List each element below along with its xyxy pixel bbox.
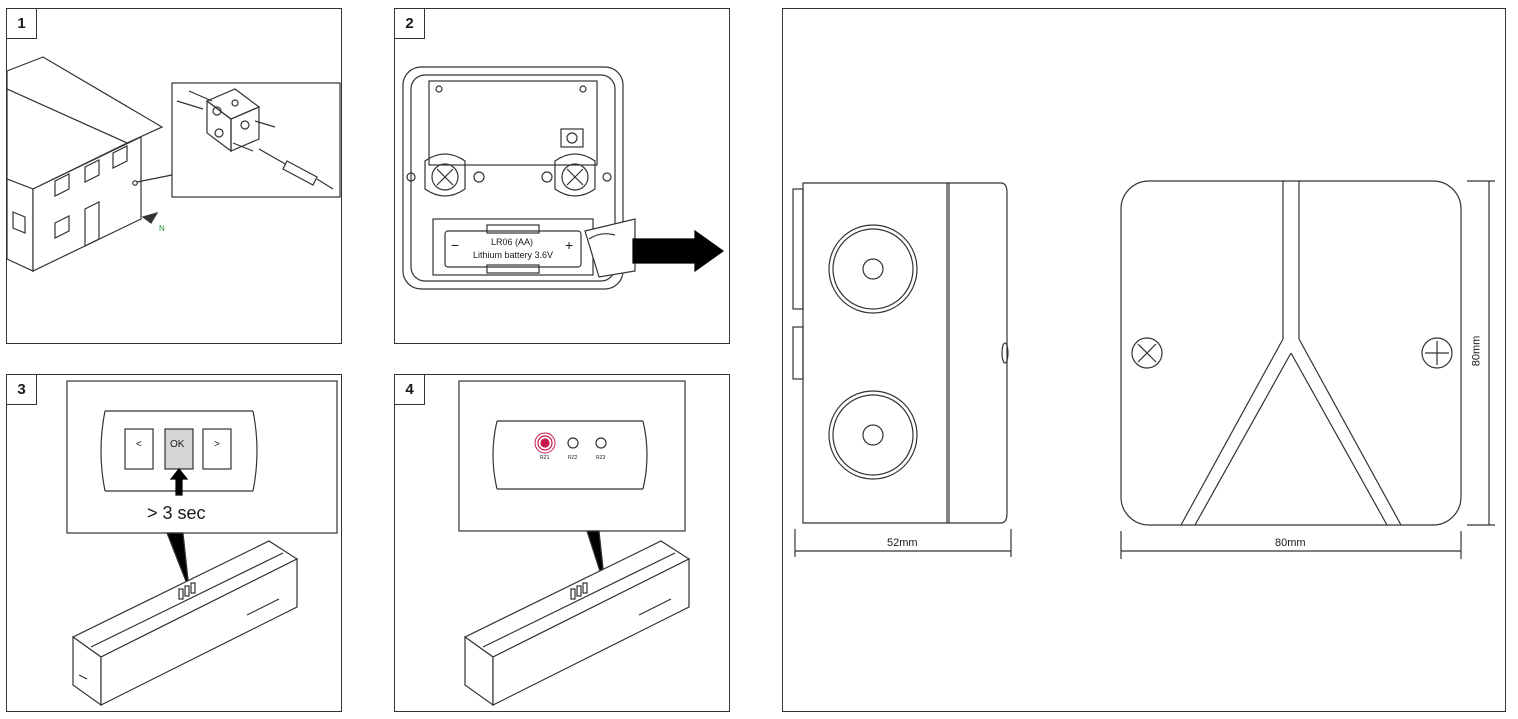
step-number: 4 [395, 375, 425, 405]
battery-compartment-illustration [402, 66, 725, 290]
controller-ok-illustration [66, 380, 338, 707]
hold-duration-label: > 3 sec [147, 503, 206, 523]
side-width-label: 52mm [887, 537, 918, 549]
btn-left-label: < [136, 439, 142, 450]
battery-plus-sign: + [565, 237, 574, 253]
svg-text:N: N [159, 224, 165, 233]
step-2-panel: 2 [394, 8, 730, 344]
led-rz2-label: RZ2 [568, 455, 578, 461]
front-height-label: 80mm [1470, 335, 1483, 367]
step-3-panel: 3 < OK > > 3 sec [6, 374, 342, 712]
led-rz1-label: RZ1 [540, 455, 550, 461]
step-number: 2 [395, 9, 425, 39]
controller-led-illustration [458, 380, 691, 707]
step-number: 1 [7, 9, 37, 39]
battery-minus-sign: − [451, 237, 460, 253]
battery-type-label: LR06 (AA) [491, 237, 534, 247]
house-mounting-illustration: N [6, 56, 341, 272]
btn-right-label: > [214, 439, 220, 450]
btn-ok-label: OK [170, 439, 185, 450]
step-1-panel: 1 N [6, 8, 342, 344]
led-rz3-label: RZ3 [596, 455, 606, 461]
step-number: 3 [7, 375, 37, 405]
front-width-label: 80mm [1275, 537, 1306, 549]
step-4-panel: 4 RZ1 RZ2 RZ3 [394, 374, 730, 712]
dimension-drawing [792, 180, 1495, 559]
battery-desc-label: Lithium battery 3.6V [473, 250, 554, 260]
dimensions-panel: 52mm 80mm 80mm [782, 8, 1506, 712]
